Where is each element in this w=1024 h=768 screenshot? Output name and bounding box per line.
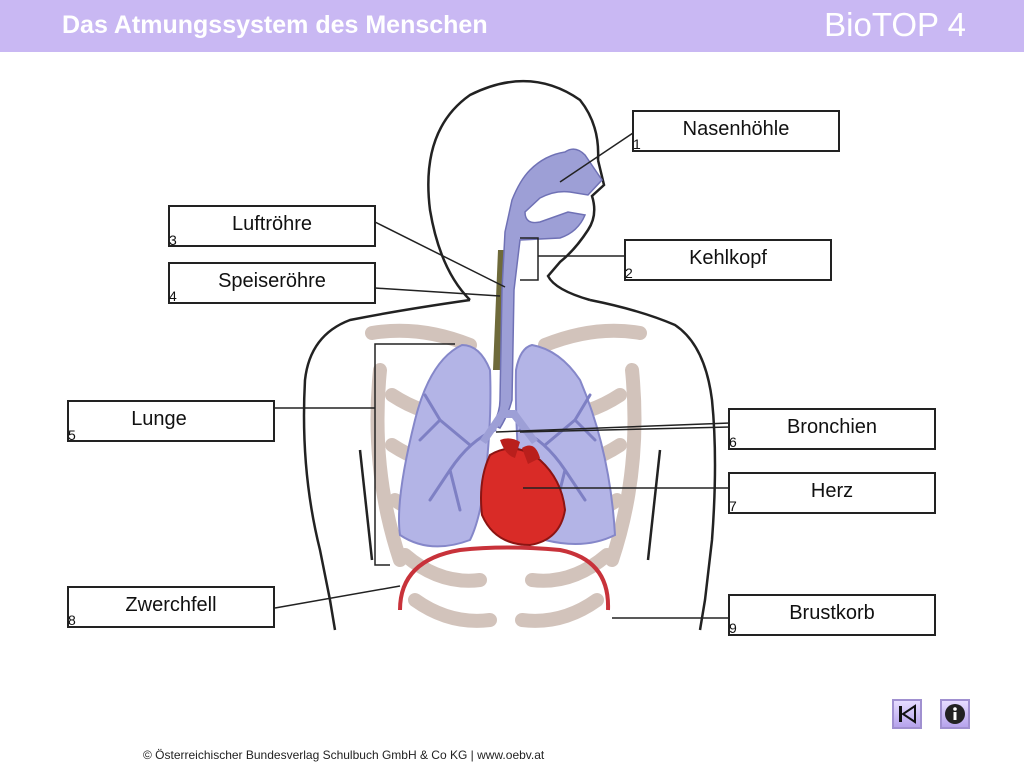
- label-box-zwerchfell: Zwerchfell: [67, 586, 275, 628]
- heart-illustration: [480, 438, 567, 547]
- copyright-footer: © Österreichischer Bundesverlag Schulbuc…: [143, 748, 545, 762]
- label-number-4: 4: [169, 288, 177, 304]
- body-outline: [302, 80, 717, 631]
- label-brustkorb: Brustkorb: [789, 602, 875, 624]
- lung-bracket: [374, 343, 455, 566]
- diaphragm-line: [398, 545, 611, 611]
- label-lunge: Lunge: [131, 408, 187, 430]
- info-icon: [945, 704, 965, 724]
- airway-shape: [491, 148, 603, 429]
- leader-lines: [274, 132, 731, 619]
- label-box-nasenhoehle: Nasenhöhle: [632, 110, 840, 152]
- left-lung-shape: [398, 343, 492, 548]
- label-number-2: 2: [625, 265, 633, 281]
- larynx-bracket: [520, 237, 539, 281]
- header-bar: Das Atmungssystem des Menschen BioTOP 4: [0, 0, 1024, 52]
- label-zwerchfell: Zwerchfell: [125, 594, 217, 616]
- skip-back-icon: [899, 704, 916, 724]
- label-box-kehlkopf: Kehlkopf: [624, 239, 832, 281]
- label-box-luftroehre: Luftröhre: [168, 205, 376, 247]
- label-number-3: 3: [169, 232, 177, 248]
- label-number-7: 7: [729, 498, 737, 514]
- back-button[interactable]: [892, 699, 922, 729]
- bronchi-shape: [480, 410, 538, 444]
- label-number-9: 9: [729, 620, 737, 636]
- page-title: Das Atmungssystem des Menschen: [62, 11, 488, 39]
- label-nasenhoehle: Nasenhöhle: [682, 118, 790, 140]
- label-box-speiseroehre: Speiseröhre: [168, 262, 376, 304]
- label-number-1: 1: [633, 136, 641, 152]
- label-speiseroehre: Speiseröhre: [218, 270, 326, 292]
- label-number-6: 6: [729, 434, 737, 450]
- brand-logo: BioTOP 4: [824, 6, 966, 43]
- label-number-5: 5: [68, 427, 76, 443]
- info-button[interactable]: [940, 699, 970, 729]
- label-number-8: 8: [68, 612, 76, 628]
- label-herz: Herz: [810, 480, 854, 502]
- label-box-brustkorb: Brustkorb: [728, 594, 936, 636]
- label-luftroehre: Luftröhre: [231, 213, 313, 235]
- label-kehlkopf: Kehlkopf: [689, 247, 767, 269]
- label-box-lunge: Lunge: [67, 400, 275, 442]
- label-bronchien: Bronchien: [786, 416, 878, 438]
- label-box-herz: Herz: [728, 472, 936, 514]
- label-box-bronchien: Bronchien: [728, 408, 936, 450]
